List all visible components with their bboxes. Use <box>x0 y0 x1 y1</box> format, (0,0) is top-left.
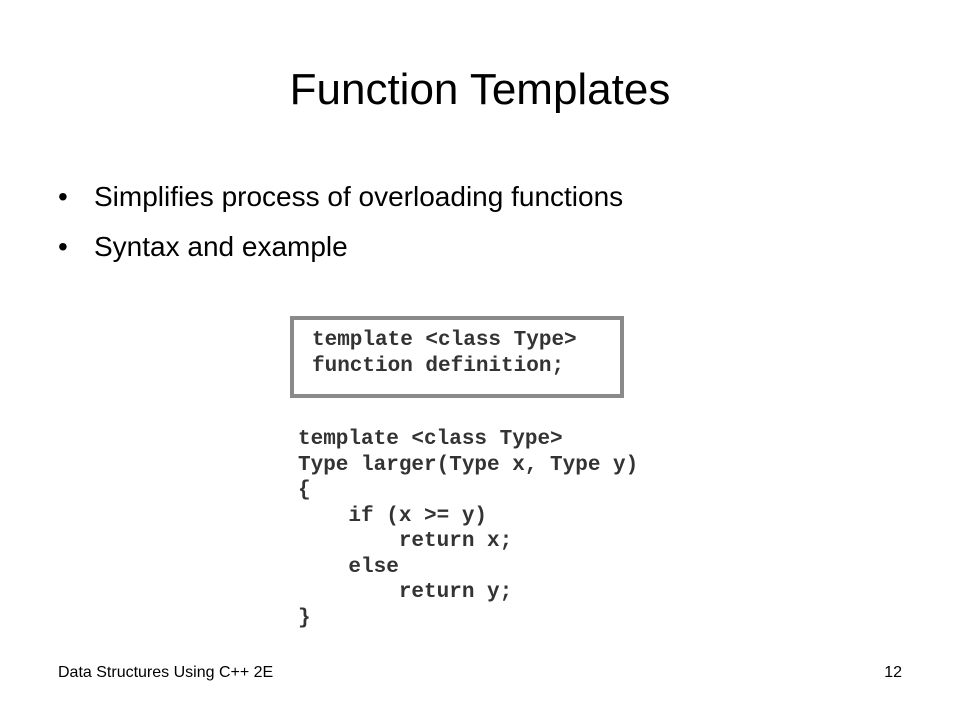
code-line: } <box>298 606 311 630</box>
footer-page-number: 12 <box>884 664 902 681</box>
bullet-dot-icon: • <box>58 231 68 262</box>
slide-title: Function Templates <box>289 65 671 114</box>
bullet-list: • Simplifies process of overloading func… <box>58 172 623 272</box>
syntax-line: function definition; <box>312 355 565 378</box>
code-line: template <class Type> <box>298 428 563 451</box>
bullet-text: Simplifies process of overloading functi… <box>94 181 624 212</box>
example-code-block: template <class Type> Type larger(Type x… <box>298 427 638 631</box>
bullet-text: Syntax and example <box>94 231 348 262</box>
bullet-item: • Syntax and example <box>58 222 623 272</box>
syntax-box: template <class Type> function definitio… <box>290 316 624 398</box>
code-line: return x; <box>298 530 513 553</box>
syntax-line: template <class Type> <box>312 329 577 352</box>
code-line: else <box>298 555 399 579</box>
code-line: Type larger(Type x, Type y) <box>298 453 639 477</box>
bullet-item: • Simplifies process of overloading func… <box>58 172 623 222</box>
footer-course-title: Data Structures Using C++ 2E <box>58 664 274 681</box>
code-line: { <box>298 479 311 502</box>
bullet-dot-icon: • <box>58 181 68 212</box>
code-line: if (x >= y) <box>298 504 488 528</box>
code-line: return y; <box>298 581 513 604</box>
